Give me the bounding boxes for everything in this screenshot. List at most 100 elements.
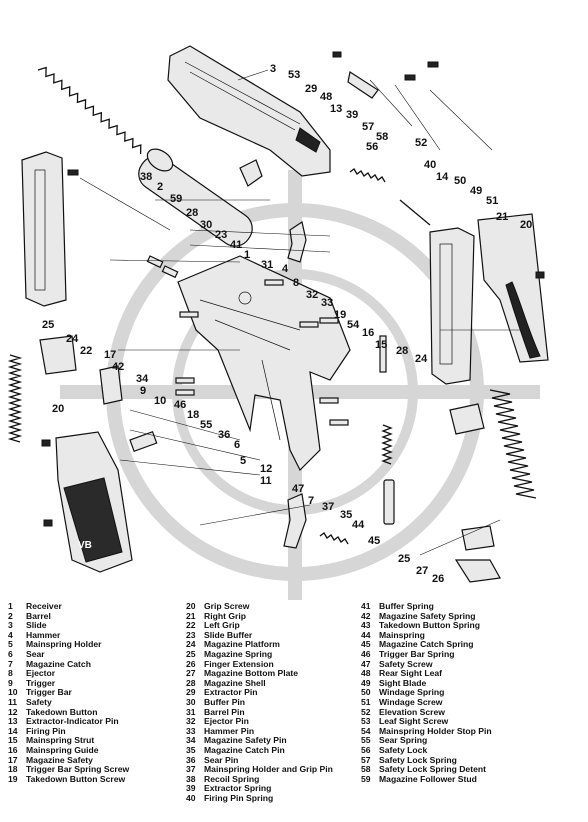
legend-item-number: 5	[8, 639, 13, 650]
legend-item-name: Takedown Button	[26, 706, 98, 717]
legend-item-number: 25	[186, 648, 196, 659]
legend-item-number: 34	[186, 735, 196, 746]
legend-item-number: 21	[186, 610, 196, 621]
callout-25-left: 25	[42, 319, 54, 331]
legend-item: 32 Ejector Pin	[186, 716, 333, 727]
legend-item-name: Elevation Screw	[379, 706, 445, 717]
legend-item-number: 50	[361, 687, 371, 698]
legend-item-number: 58	[361, 764, 371, 775]
legend-item-number: 11	[8, 696, 18, 707]
callout-2: 2	[157, 181, 163, 193]
legend-item-name: Magazine Safety Pin	[204, 735, 287, 746]
legend-item-name: Safety Screw	[379, 658, 433, 669]
callout-16: 16	[362, 327, 374, 339]
slide-part	[167, 45, 331, 177]
callout-18: 18	[187, 409, 199, 421]
legend-item: 21 Right Grip	[186, 610, 333, 622]
hammer-part	[287, 221, 307, 263]
callout-29: 29	[305, 83, 317, 95]
legend-item-name: Ejector Pin	[204, 716, 249, 727]
legend-item-number: 28	[186, 677, 196, 688]
legend-item-name: Hammer Pin	[204, 725, 255, 736]
callout-44: 44	[352, 519, 365, 531]
legend-item-number: 18	[8, 764, 18, 775]
legend-item-number: 27	[186, 668, 196, 679]
receiver-frame	[177, 255, 351, 472]
legend-item-name: Safety	[26, 696, 52, 707]
legend-item-number: 16	[8, 744, 18, 755]
legend-item-name: Takedown Button Spring	[379, 620, 481, 631]
legend-item-name: Trigger Bar	[26, 687, 72, 698]
leader-lines	[79, 69, 520, 556]
callout-23: 23	[215, 229, 227, 241]
legend-item-name: Magazine Shell	[204, 677, 266, 688]
legend-item-number: 45	[361, 639, 371, 650]
legend-item-number: 9	[8, 677, 13, 688]
legend-item-number: 46	[361, 648, 371, 659]
legend-item-name: Sear Pin	[204, 754, 239, 765]
callout-22: 22	[80, 345, 92, 357]
legend-item-number: 29	[186, 687, 196, 698]
magazine-spring-right	[489, 389, 537, 499]
legend-item: 34 Magazine Safety Pin	[186, 736, 333, 746]
legend-item-name: Buffer Spring	[379, 601, 434, 611]
callout-41: 41	[230, 239, 242, 251]
legend-item-number: 54	[361, 725, 371, 736]
legend-item-name: Receiver	[26, 601, 62, 611]
legend-item-name: Sight Blade	[379, 677, 427, 688]
callout-42: 42	[112, 361, 124, 373]
legend-item-name: Barrel	[26, 610, 51, 621]
legend-item-name: Right Grip	[204, 610, 247, 621]
callout-3: 3	[270, 63, 276, 75]
legend-item-name: Windage Screw	[379, 696, 443, 707]
barrel-part	[138, 148, 253, 247]
legend-item-number: 4	[8, 629, 13, 640]
callout-32: 32	[306, 289, 318, 301]
legend-item-name: Extractor Spring	[204, 783, 272, 794]
legend-item-name: Magazine Spring	[204, 648, 273, 659]
callout-40: 40	[424, 159, 436, 171]
legend-item-number: 15	[8, 735, 18, 746]
legend-item-number: 35	[186, 744, 196, 755]
legend-item-name: Mainspring Guide	[26, 744, 99, 755]
callout-8: 8	[293, 277, 299, 289]
legend-item-name: Safety Lock Spring Detent	[379, 764, 486, 775]
callout-33: 33	[321, 297, 333, 309]
legend-item-name: Mainspring Strut	[26, 735, 95, 746]
callout-27: 27	[416, 565, 428, 577]
magazine-spring-left	[7, 354, 23, 443]
callout-9: 9	[140, 385, 146, 397]
legend-item-number: 32	[186, 716, 196, 727]
callout-50: 50	[454, 175, 466, 187]
legend-item-name: Magazine Follower Stud	[379, 773, 477, 784]
legend-item-name: Left Grip	[204, 620, 240, 631]
legend-item-name: Windage Spring	[379, 687, 445, 698]
callout-20-left: 20	[52, 403, 64, 415]
legend-item-name: Leaf Sight Screw	[379, 716, 449, 727]
callout-26: 26	[432, 573, 444, 585]
legend-item-name: Rear Sight Leaf	[379, 668, 443, 679]
